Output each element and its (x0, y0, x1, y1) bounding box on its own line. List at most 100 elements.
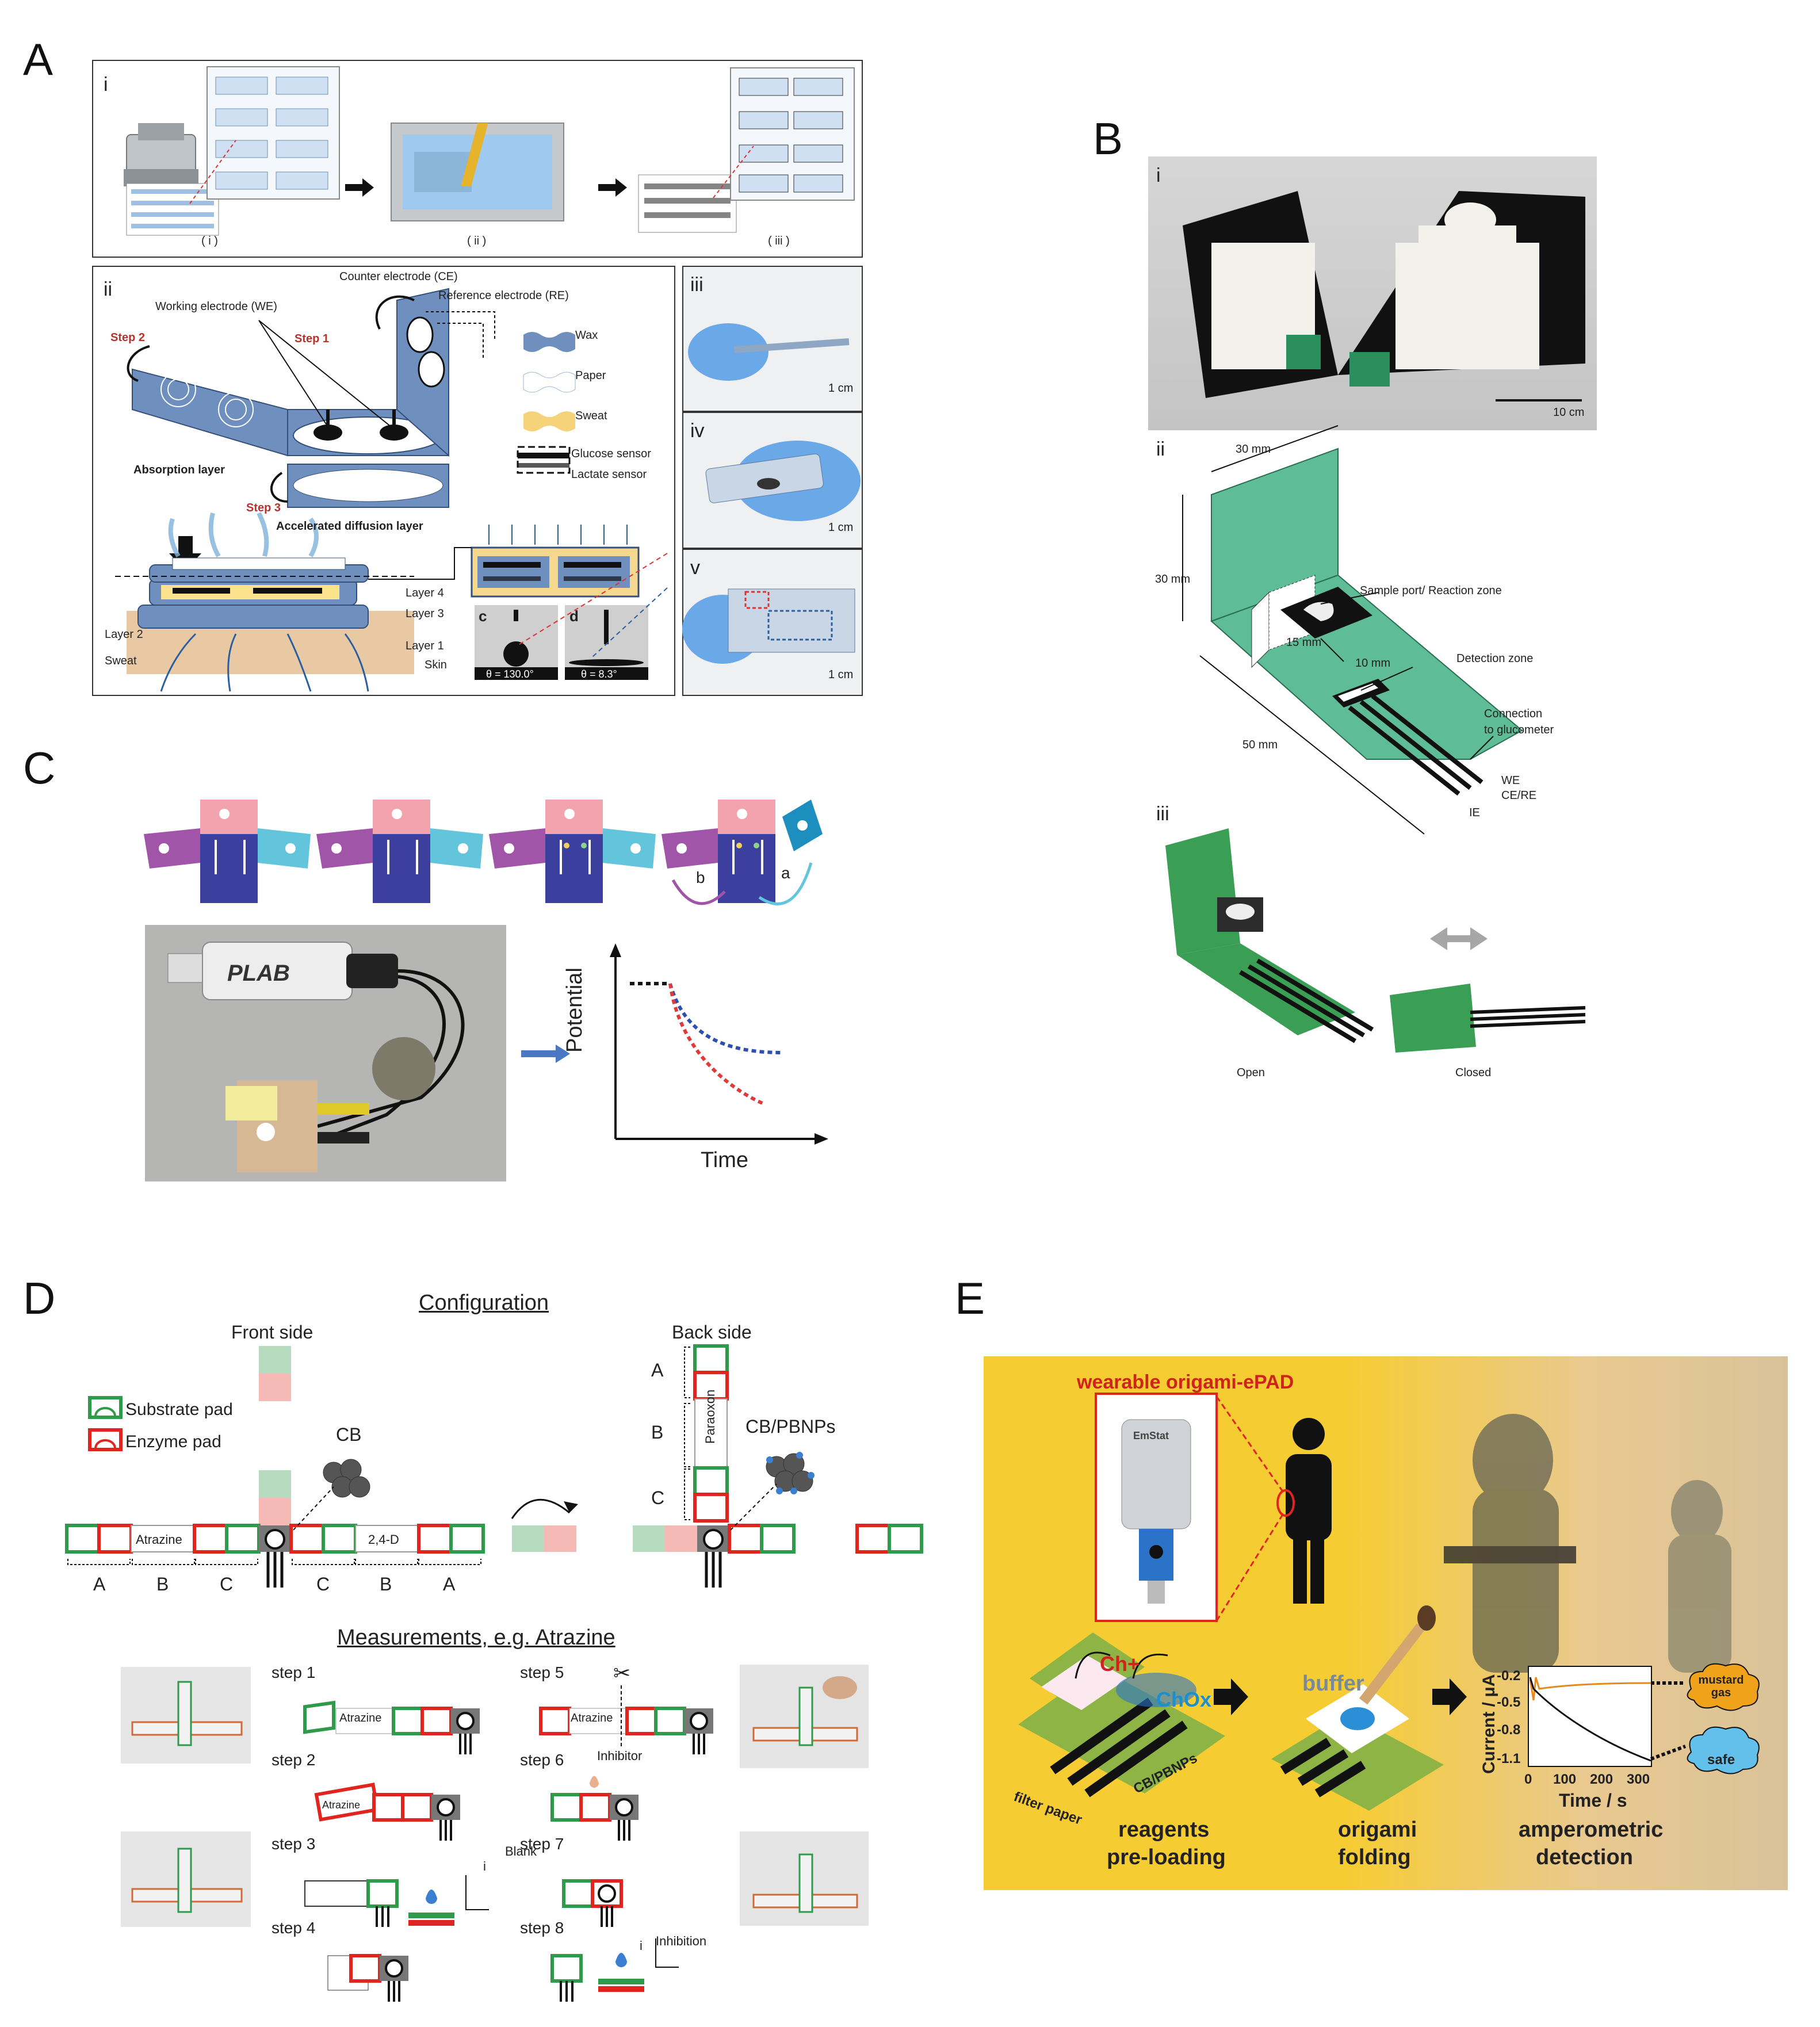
e-xtick-4: 300 (1627, 1772, 1650, 1787)
a-ii-re-label: Reference electrode (RE) (438, 289, 569, 302)
a-ii-we-label: Working electrode (WE) (155, 300, 277, 313)
b-ii-we-label: WE (1501, 774, 1520, 787)
a-ii-legend-wax: Wax (575, 329, 598, 342)
panel-b-i-popup-illustration (1183, 191, 1585, 398)
b-ii-ie-label: IE (1469, 806, 1480, 819)
panel-b-i-scalebar (1496, 399, 1582, 401)
b-ii-cere-label: CE/RE (1501, 789, 1537, 802)
d-meas-title: Measurements, e.g. Atrazine (337, 1626, 615, 1650)
panel-b-ii-device-diagram (1182, 425, 1523, 835)
panel-a-iv-photo (705, 441, 861, 521)
e-cloud-shapes (1650, 1663, 1760, 1774)
panel-a-ii-box (92, 266, 675, 696)
a-ii-layer3-label: Layer 3 (406, 607, 444, 620)
c-ylabel: Potential (563, 967, 587, 1053)
d-photo-illustrations (131, 1676, 858, 1913)
a-i-step-ii: ( ii ) (467, 235, 487, 247)
panel-a-iii-roman: iii (690, 274, 703, 296)
d-legend-enzyme: Enzyme pad (125, 1432, 221, 1451)
a-ii-layer1-label: Layer 1 (406, 640, 444, 652)
person-icon (1286, 1418, 1332, 1604)
a-ii-step2-label: Step 2 (110, 331, 146, 344)
d-step3-i-axis: i (483, 1859, 486, 1873)
a-ii-legend-glucose: Glucose sensor (571, 448, 651, 460)
d-front-label: Front side (231, 1322, 313, 1343)
c-fold-b-label: b (696, 869, 705, 886)
a-ii-layer4-label: Layer 4 (406, 587, 444, 599)
assembled-stack (115, 557, 414, 674)
panel-b-i-scale: 10 cm (1553, 406, 1585, 419)
a-ii-legend-lactate: Lactate sensor (571, 468, 647, 481)
d-cb-label: CB (336, 1424, 362, 1445)
panel-a-label: A (23, 34, 53, 85)
a-i-step-iii: ( iii ) (768, 235, 790, 247)
front-strip (65, 1524, 485, 1588)
b-ii-sample-label: Sample port/ Reaction zone (1360, 584, 1502, 597)
e-chart-curves (1529, 1677, 1651, 1762)
panel-b-label: B (1093, 113, 1123, 164)
panel-d-config-diagram (65, 1344, 923, 1588)
d-letter-f5: B (380, 1574, 392, 1594)
d-step8: step 8 (520, 1919, 564, 1937)
b-ii-dim-top: 30 mm (1236, 443, 1271, 456)
d-step2: step 2 (272, 1751, 316, 1769)
absorption-layer-shape (132, 368, 288, 457)
fold-stage-3 (489, 800, 656, 903)
d-letter-b2: B (651, 1422, 664, 1443)
d-step-illustrations (303, 1685, 713, 2002)
e-xlabel: Time / s (1559, 1790, 1627, 1811)
e-xtick-3: 200 (1590, 1772, 1613, 1787)
d-letter-f4: C (316, 1574, 330, 1594)
panel-e-illustration (1018, 1393, 1731, 1811)
panel-a-v-scale: 1 cm (828, 668, 854, 681)
panel-b-iii-roman: iii (1156, 803, 1169, 825)
fold-stage-2 (316, 800, 483, 903)
a-ii-sweat-label: Sweat (105, 655, 137, 667)
a-ii-contact-c-angle: θ = 130.0° (486, 668, 534, 680)
d-step6-inhibitor: Inhibitor (597, 1749, 643, 1763)
d-step5: step 5 (520, 1663, 564, 1681)
d-back-label: Back side (672, 1322, 752, 1343)
c-curve-blue (668, 983, 783, 1054)
d-step6: step 6 (520, 1751, 564, 1769)
e-stage2b: folding (1338, 1845, 1411, 1869)
e-stage3a: amperometric (1519, 1818, 1664, 1842)
d-letter-f3: C (220, 1574, 234, 1594)
e-xtick-1: 0 (1524, 1772, 1532, 1787)
fold-stage-1 (144, 800, 311, 903)
e-xtick-2: 100 (1553, 1772, 1577, 1787)
safe-cloud-icon (1687, 1726, 1760, 1774)
d-step8-i-axis: i (640, 1938, 643, 1953)
d-step1-atrazine: Atrazine (339, 1712, 382, 1724)
d-24d-label: 2,4-D (368, 1532, 399, 1547)
panel-c-device-illustration (167, 942, 465, 1172)
panel-b-ii-roman: ii (1156, 438, 1165, 460)
mustard-cloud-icon (1687, 1663, 1760, 1711)
panel-a-iv-scale: 1 cm (828, 521, 854, 534)
a-ii-skin-label: Skin (425, 659, 447, 671)
panel-a-v-photo (682, 588, 855, 664)
b-ii-connection-label-2: to glucometer (1484, 724, 1554, 736)
a-ii-legend-paper: Paper (575, 369, 606, 382)
a-ii-step1-label: Step 1 (295, 332, 330, 345)
panel-a-i-box (92, 60, 863, 258)
b-ii-detection-label: Detection zone (1456, 652, 1534, 665)
a-ii-ce-label: Counter electrode (CE) (339, 270, 458, 283)
d-step8-inhibition: Inhibition (656, 1934, 707, 1948)
c-curve-red (668, 983, 766, 1106)
d-letter-f6: A (443, 1574, 456, 1594)
panel-a-iii-photo (688, 323, 850, 381)
a-ii-contact-c-tag: c (479, 607, 487, 625)
d-letter-f2: B (156, 1574, 169, 1594)
panel-c-arrow (521, 1045, 570, 1063)
a-ii-legend-sweat: Sweat (575, 410, 607, 422)
e-stage1b: pre-loading (1107, 1845, 1226, 1869)
d-letter-b3: C (651, 1487, 665, 1508)
enlarged-pattern-sheet (207, 66, 340, 200)
e-device-text: EmStat (1133, 1430, 1169, 1441)
b-ii-dim-15: 15 mm (1286, 636, 1322, 649)
c-device-text: PLAB (227, 961, 290, 986)
fold-stage-4 (662, 800, 823, 905)
e-stage2a: origami (1338, 1818, 1417, 1842)
d-legend-substrate: Substrate pad (125, 1400, 233, 1419)
